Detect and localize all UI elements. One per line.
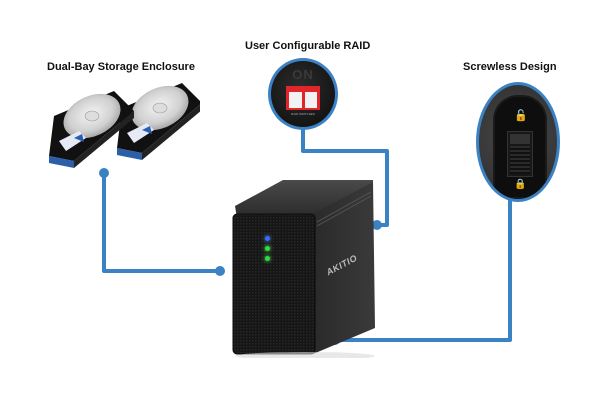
drive-led [265, 246, 270, 251]
connector-screwless [336, 200, 512, 342]
lock-slider [507, 131, 533, 177]
label-raid: User Configurable RAID [245, 40, 371, 52]
power-led [265, 236, 270, 241]
connector-dot [99, 168, 109, 178]
hard-drive-icon [49, 91, 134, 168]
screwless-lock-callout: 🔓 🔒 [476, 82, 560, 202]
hard-drive-icon [117, 83, 200, 160]
enclosure-leds [265, 236, 271, 261]
drive-led [265, 256, 270, 261]
raid-switch-caption: RAID SWITCHES [291, 112, 315, 116]
label-screwless: Screwless Design [463, 61, 557, 73]
enclosure-body [232, 180, 375, 360]
storage-enclosure: AKITIO [225, 178, 385, 360]
connector-dot [215, 266, 225, 276]
lock-icon: 🔒 [514, 179, 527, 190]
connector-dual-bay [102, 173, 218, 273]
raid-dip-switch-icon [286, 86, 320, 110]
label-dual-bay: Dual-Bay Storage Enclosure [47, 61, 195, 73]
unlock-icon: 🔓 [514, 110, 528, 122]
raid-switch-on-text: ON [292, 67, 314, 82]
hard-drives-image [49, 83, 200, 168]
connector-raid [301, 128, 389, 227]
connector-dot [372, 220, 382, 230]
raid-switch-callout: ON RAID SWITCHES [268, 58, 338, 130]
